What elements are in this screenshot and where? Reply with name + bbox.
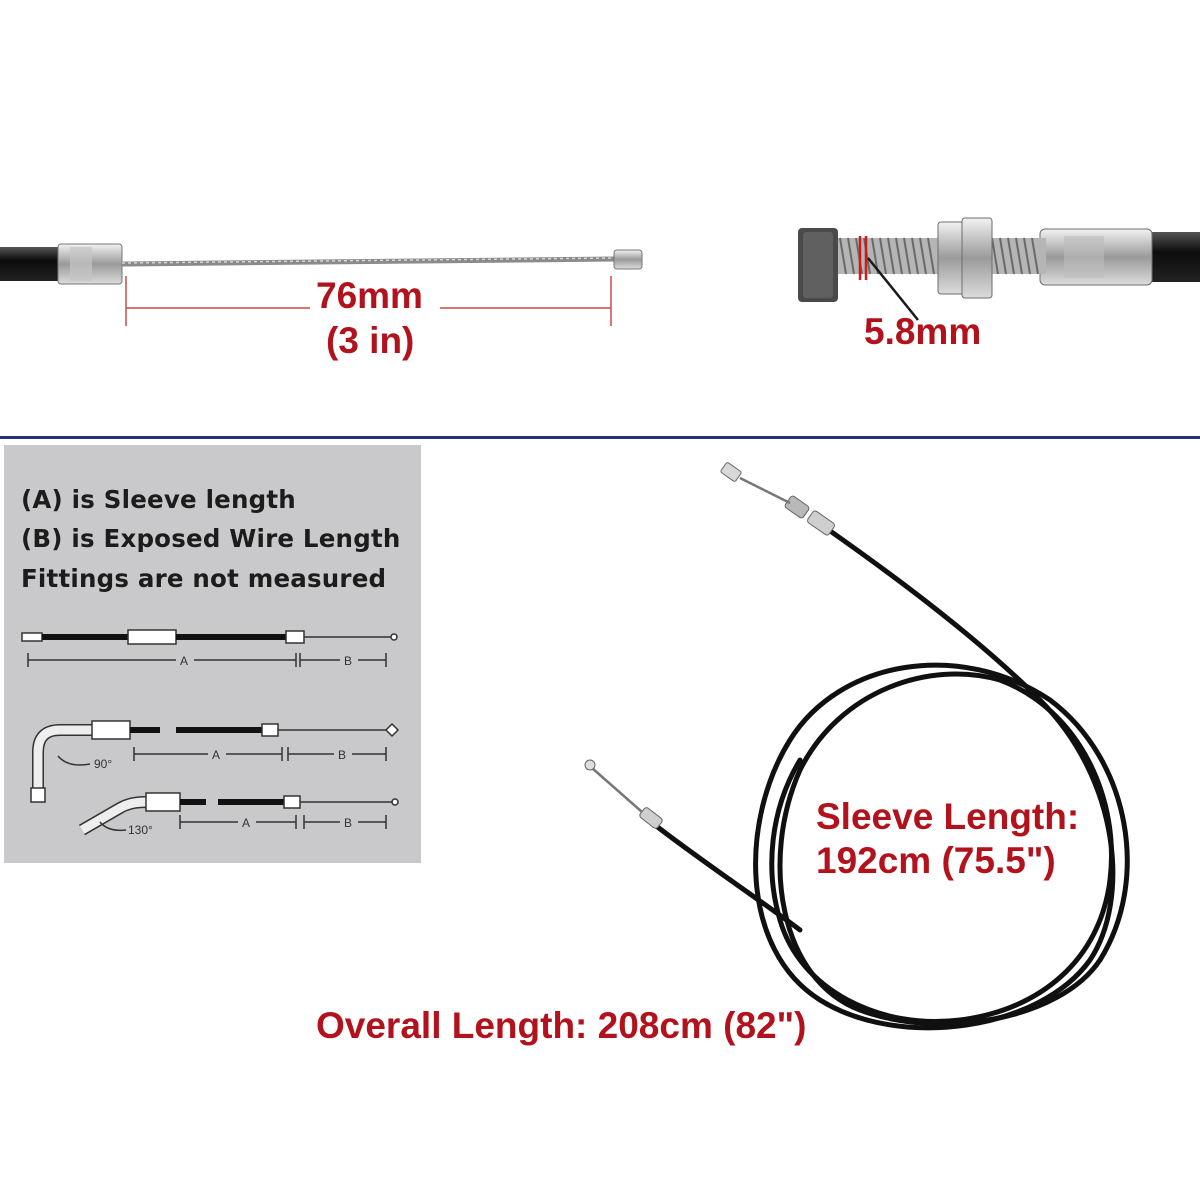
bend90-angle-label: 90° bbox=[94, 757, 112, 771]
straight-label-a: A bbox=[180, 654, 188, 668]
overall-length-label: Overall Length: 208cm (82") bbox=[316, 1005, 807, 1046]
bend130-label-a: A bbox=[242, 816, 250, 830]
thread-diameter-label: 5.8mm bbox=[864, 311, 982, 352]
legend-line-exposed-wire: (B) is Exposed Wire Length bbox=[21, 524, 401, 553]
bend130-label-b: B bbox=[344, 816, 352, 830]
bend90-label-a: A bbox=[212, 748, 220, 762]
wire-length-mm-label: 76mm bbox=[316, 275, 423, 316]
bend130-angle-label: 130° bbox=[128, 823, 153, 837]
sleeve-length-title: Sleeve Length: bbox=[816, 796, 1080, 837]
bend130-cable-diagram bbox=[78, 792, 399, 836]
cable-end-exposed-wire-icon bbox=[0, 243, 643, 326]
sleeve-length-value: 192cm (75.5") bbox=[816, 840, 1056, 881]
wire-length-in-label: (3 in) bbox=[326, 320, 415, 361]
bend90-cable-diagram bbox=[30, 720, 400, 803]
threaded-adjuster-fitting-icon bbox=[798, 217, 1200, 321]
section-divider bbox=[0, 436, 1200, 439]
straight-label-b: B bbox=[344, 654, 352, 668]
legend-line-fittings: Fittings are not measured bbox=[21, 564, 387, 593]
legend-line-sleeve: (A) is Sleeve length bbox=[21, 485, 296, 514]
bend90-label-b: B bbox=[338, 748, 346, 762]
